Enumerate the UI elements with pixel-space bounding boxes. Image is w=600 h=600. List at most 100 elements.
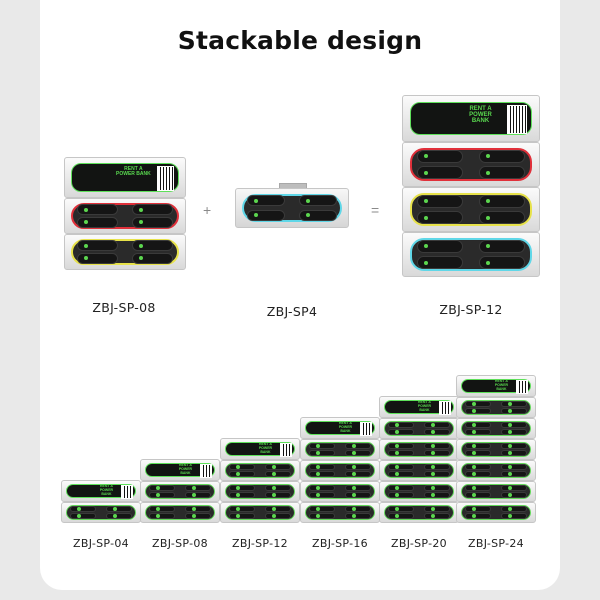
battery-module — [456, 481, 536, 502]
battery-slot — [387, 450, 415, 456]
battery-slot — [423, 471, 451, 477]
label-zbj-sp-12-top: ZBJ-SP-12 — [439, 302, 503, 317]
battery-module — [456, 460, 536, 481]
kiosk-head-screen: RENT A POWER BANK — [379, 396, 459, 418]
battery-slot — [344, 471, 372, 477]
battery-slot — [500, 464, 528, 470]
battery-slot — [387, 422, 415, 428]
battery-module — [379, 418, 459, 439]
battery-slot — [148, 492, 176, 498]
battery-slot — [264, 464, 292, 470]
kiosk-stack: RENT A POWER BANK — [379, 396, 459, 523]
battery-slot — [464, 450, 492, 456]
kiosk-stack: RENT A POWER BANK — [140, 459, 220, 523]
qr-code-icon — [199, 464, 212, 478]
battery-module — [300, 502, 380, 523]
battery-module — [456, 439, 536, 460]
battery-slot — [247, 195, 286, 207]
battery-slot — [228, 506, 256, 512]
battery-slot — [264, 513, 292, 519]
battery-slot — [264, 485, 292, 491]
battery-slot — [423, 513, 451, 519]
kiosk-head-screen: RENT A POWER BANK — [402, 95, 540, 142]
battery-slot — [423, 492, 451, 498]
label-zbj-sp-24: ZBJ-SP-24 — [468, 537, 524, 550]
battery-slot — [344, 443, 372, 449]
battery-slot — [344, 506, 372, 512]
kiosk-head-screen: RENT A POWER BANK — [140, 459, 220, 481]
battery-slot — [308, 513, 336, 519]
battery-slot — [464, 492, 492, 498]
battery-slot — [423, 450, 451, 456]
battery-slot — [500, 513, 528, 519]
kiosk-zbj-sp4-top — [235, 183, 349, 228]
battery-slot — [132, 204, 173, 215]
battery-module — [300, 481, 380, 502]
battery-slot — [479, 239, 526, 253]
battery-slot — [69, 506, 97, 512]
battery-slot — [423, 443, 451, 449]
battery-slot — [387, 471, 415, 477]
battery-slot — [416, 211, 463, 225]
battery-slot — [479, 256, 526, 270]
battery-module — [402, 232, 540, 277]
label-zbj-sp4-top: ZBJ-SP4 — [266, 304, 318, 319]
battery-slot — [264, 506, 292, 512]
battery-slot — [416, 149, 463, 163]
screen-rent-text: RENT A POWER BANK — [99, 484, 114, 496]
screen-panel — [144, 462, 216, 478]
battery-slot — [423, 429, 451, 435]
battery-slot — [500, 408, 528, 414]
battery-module — [140, 481, 220, 502]
battery-slot — [247, 209, 286, 221]
battery-slot — [387, 513, 415, 519]
battery-slot — [500, 471, 528, 477]
battery-module — [235, 188, 349, 228]
battery-slot — [387, 429, 415, 435]
battery-slot — [105, 513, 133, 519]
label-zbj-sp-04: ZBJ-SP-04 — [73, 537, 129, 550]
screen-rent-text: RENT A POWER BANK — [494, 379, 509, 391]
battery-slot — [228, 492, 256, 498]
qr-code-icon — [507, 105, 527, 134]
battery-module — [300, 439, 380, 460]
screen-rent-text: RENT A POWER BANK — [338, 421, 353, 433]
battery-slot — [500, 450, 528, 456]
battery-slot — [184, 506, 212, 512]
kiosk-head-screen: RENT A POWER BANK — [300, 417, 380, 439]
label-zbj-sp-12: ZBJ-SP-12 — [232, 537, 288, 550]
battery-slot — [423, 422, 451, 428]
screen-rent-text: RENT A POWER BANK — [417, 400, 432, 412]
battery-slot — [423, 506, 451, 512]
qr-code-icon — [359, 422, 372, 436]
battery-slot — [148, 513, 176, 519]
battery-module — [456, 418, 536, 439]
battery-slot — [416, 256, 463, 270]
qr-code-icon — [120, 485, 133, 499]
battery-module — [379, 481, 459, 502]
screen-panel — [65, 483, 137, 499]
battery-slot — [264, 471, 292, 477]
battery-module — [61, 502, 141, 523]
battery-slot — [387, 492, 415, 498]
qr-code-icon — [438, 401, 451, 415]
battery-slot — [464, 485, 492, 491]
battery-slot — [308, 443, 336, 449]
qr-code-icon — [515, 380, 528, 394]
battery-slot — [344, 485, 372, 491]
battery-slot — [479, 149, 526, 163]
battery-module — [220, 481, 300, 502]
screen-rent-text: RENT A POWER BANK — [469, 105, 492, 125]
battery-module — [220, 460, 300, 481]
kiosk-head-screen: RENT A POWER BANK — [64, 157, 186, 198]
battery-module — [220, 502, 300, 523]
battery-module — [64, 198, 186, 234]
label-zbj-sp-20: ZBJ-SP-20 — [391, 537, 447, 550]
battery-slot — [228, 464, 256, 470]
battery-slot — [264, 492, 292, 498]
battery-slot — [228, 471, 256, 477]
label-zbj-sp-16: ZBJ-SP-16 — [312, 537, 368, 550]
battery-slot — [344, 492, 372, 498]
kiosk-head-screen: RENT A POWER BANK — [456, 375, 536, 397]
plus-symbol: + — [203, 202, 212, 218]
